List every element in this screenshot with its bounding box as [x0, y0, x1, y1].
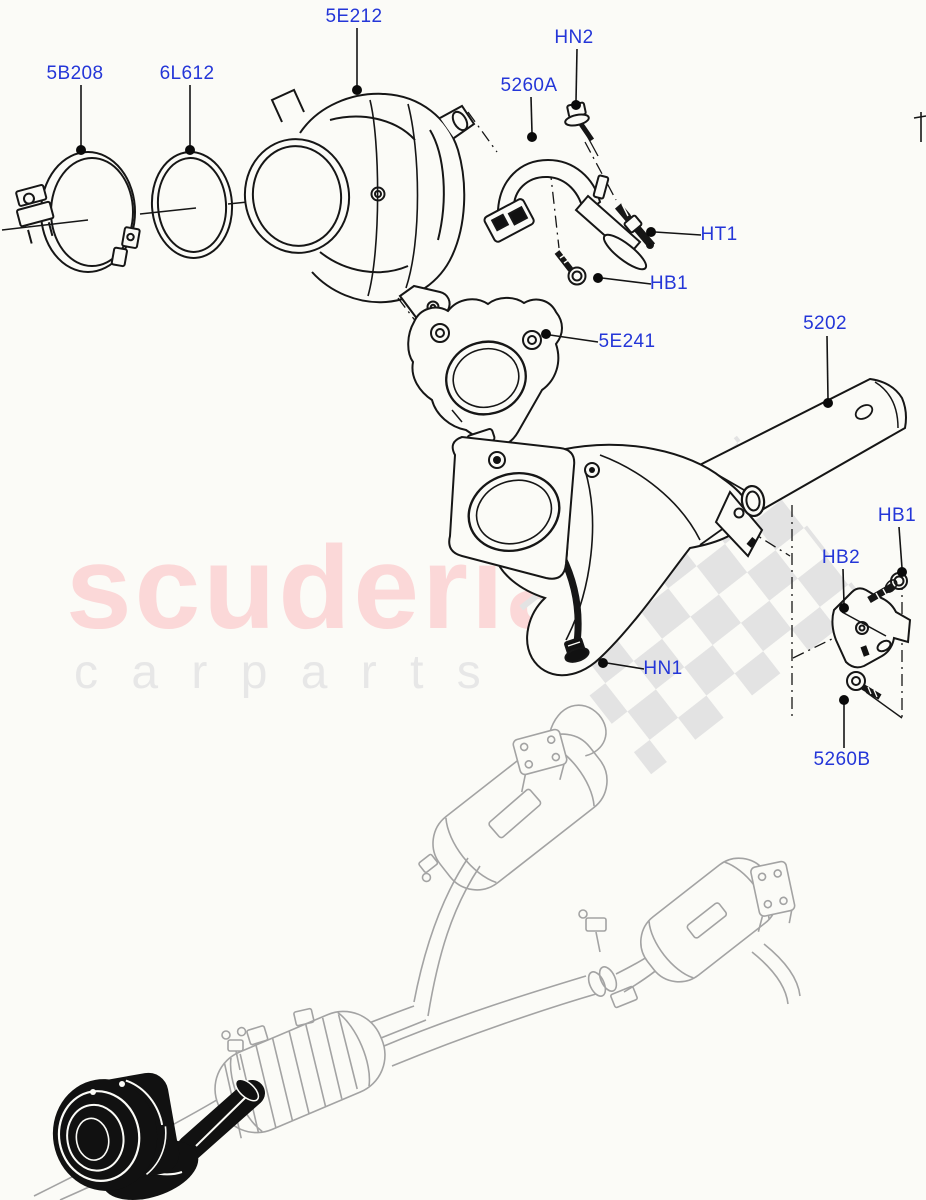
leader-line-HN1 — [606, 662, 645, 670]
part-label-5260B[interactable]: 5260B — [813, 749, 871, 770]
bolt-hn2-drawing — [564, 101, 599, 157]
left-rear-muffler — [418, 704, 608, 891]
second-catalyst-drawing — [448, 377, 907, 677]
part-label-5260A[interactable]: 5260A — [500, 75, 558, 96]
watermark-tagline-text: c a r p a r t s — [74, 646, 491, 699]
leader-dot-5B208 — [76, 145, 86, 155]
catalyst-barrel — [52, 1072, 180, 1191]
flange-gasket-drawing — [407, 296, 563, 448]
leader-line-5E241 — [549, 334, 599, 343]
leader-dot-HB2 — [839, 603, 849, 613]
highlighted-downpipe-catalyst — [52, 1072, 265, 1200]
bolt-hb1-upper-drawing — [554, 250, 587, 286]
part-label-5202[interactable]: 5202 — [803, 313, 847, 334]
leader-dot-5E212 — [352, 85, 362, 95]
leader-dot-5260A — [527, 132, 537, 142]
part-label-5E212[interactable]: 5E212 — [325, 6, 383, 27]
leader-line-HN2 — [575, 48, 578, 102]
bolt-hb1-lower-drawing — [867, 572, 908, 604]
leader-line-5202 — [826, 335, 829, 400]
leader-line-HB1-upper — [601, 277, 652, 285]
mount-bracket-drawing — [831, 587, 912, 669]
callouts-layer — [76, 28, 907, 748]
part-label-HB1-upper[interactable]: HB1 — [649, 273, 689, 294]
part-label-HN2[interactable]: HN2 — [554, 27, 594, 48]
bracket-connector-line — [865, 691, 903, 719]
right-tailpipe-1 — [751, 951, 789, 1005]
rear-pipe-1 — [383, 975, 587, 1047]
clamp-drawing — [15, 151, 141, 273]
part-label-5B208[interactable]: 5B208 — [46, 63, 104, 84]
rear-joint-flange — [578, 909, 638, 1009]
leader-dot-5260B — [839, 695, 849, 705]
leader-line-HB1-lower — [898, 526, 903, 569]
leader-line-5260A — [530, 96, 533, 134]
leader-dot-5202 — [823, 398, 833, 408]
leader-line-HB2 — [842, 568, 845, 605]
leader-dot-HB1-lower — [897, 567, 907, 577]
screw-5260b-drawing — [846, 671, 882, 700]
checkered-flag-watermark — [519, 435, 869, 775]
stud-ht1-drawing — [614, 203, 656, 249]
part-label-6L612[interactable]: 6L612 — [159, 63, 215, 84]
nut-hn1-drawing — [564, 637, 590, 663]
leader-dot-6L612 — [185, 145, 195, 155]
right-tailpipe-2 — [763, 943, 801, 997]
gasket-ring-drawing — [150, 151, 234, 259]
downpipe-hanger — [221, 1030, 244, 1071]
leader-dot-5E241 — [541, 329, 551, 339]
left-muffler-outlet-pipe-2 — [427, 865, 481, 1017]
leader-dot-HN1 — [598, 658, 608, 668]
part-label-5E241[interactable]: 5E241 — [598, 331, 656, 352]
part-label-HT1[interactable]: HT1 — [700, 224, 738, 245]
leader-dot-HN2 — [571, 100, 581, 110]
leader-dot-HB1-upper — [593, 273, 603, 283]
exploded-view-line-art — [1, 88, 926, 719]
part-label-HN1[interactable]: HN1 — [643, 658, 683, 679]
leader-line-HT1 — [654, 231, 702, 236]
rear-pipe-2 — [391, 993, 597, 1067]
part-label-HB1-lower[interactable]: HB1 — [877, 505, 917, 526]
right-muffler-bracket — [750, 860, 796, 932]
left-muffler-outlet-pipe-1 — [413, 857, 469, 1003]
support-bracket-drawing — [483, 158, 648, 271]
part-label-HB2[interactable]: HB2 — [821, 547, 861, 568]
leader-dot-HT1 — [646, 227, 656, 237]
left-muffler-bracket — [512, 728, 568, 793]
